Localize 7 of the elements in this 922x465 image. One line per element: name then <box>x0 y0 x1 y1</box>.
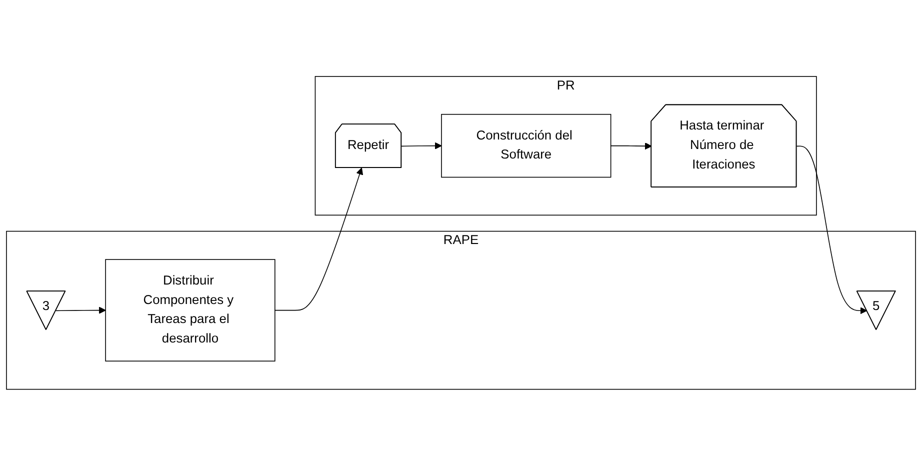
arrow <box>274 167 364 310</box>
arrow <box>796 145 868 314</box>
node-box: Distribuir Componentes y Tareas para el desarrollo <box>105 258 276 362</box>
arrow <box>401 142 442 149</box>
node-box: Construcción del Software <box>441 114 612 178</box>
arrow <box>610 142 652 150</box>
arrow <box>56 306 106 314</box>
